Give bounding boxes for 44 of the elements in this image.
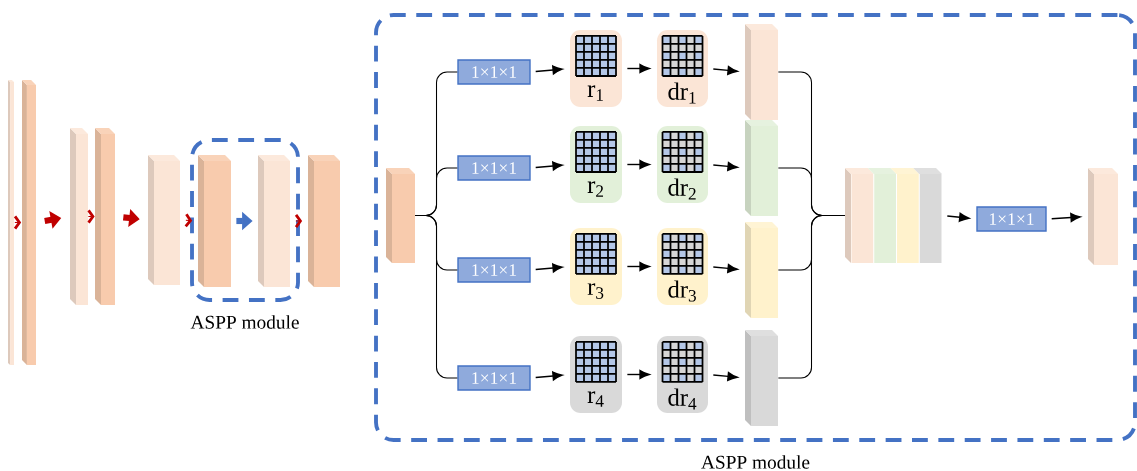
feature-map-block: [308, 155, 340, 287]
conv-box: 1×1×1: [976, 206, 1047, 232]
arrow: [712, 371, 738, 382]
arrow: [946, 212, 970, 222]
feature-map-block: [8, 80, 14, 365]
feature-map-block: [745, 330, 778, 426]
arrow: [626, 159, 650, 170]
kernel-panel: dr$_{2}$: [657, 126, 708, 203]
feature-map-block: [22, 80, 36, 365]
kernel-panel: dr$_{4}$: [657, 336, 708, 413]
arrow: [535, 263, 563, 273]
arrow: [626, 261, 650, 272]
kernel-panel: r$_{1}$: [570, 30, 622, 107]
kernel-panel: r$_{3}$: [570, 228, 622, 305]
feature-map-block: [386, 168, 415, 263]
conv-box: 1×1×1: [457, 155, 531, 181]
feature-map-block: [198, 155, 231, 287]
feature-map-block: [258, 155, 290, 287]
conv-box: 1×1×1: [457, 365, 531, 391]
arrow: [626, 369, 650, 380]
frame-label: ASPP module: [701, 455, 810, 469]
arrow: [712, 161, 738, 172]
frame-label: ASPP module: [190, 315, 299, 329]
kernel-panel: dr$_{3}$: [657, 228, 708, 305]
concatenated-block: [845, 168, 942, 263]
arrow: [626, 63, 650, 74]
arrow: [712, 263, 738, 274]
feature-map-block: [95, 128, 115, 305]
feature-map-block: [745, 222, 778, 318]
kernel-panel: r$_{4}$: [570, 336, 622, 413]
feature-map-block: [1088, 168, 1118, 265]
arrow: [535, 65, 563, 75]
arrow: [712, 65, 738, 76]
feature-map-block: [148, 155, 180, 285]
feature-map-block: [70, 128, 88, 305]
arrow: [1051, 212, 1081, 223]
conv-box: 1×1×1: [457, 59, 531, 85]
arrow: [535, 161, 563, 171]
feature-map-block: [745, 24, 778, 120]
arrow: [535, 371, 563, 381]
kernel-panel: dr$_{1}$: [657, 30, 708, 107]
kernel-panel: r$_{2}$: [570, 126, 622, 203]
conv-box: 1×1×1: [457, 257, 531, 283]
feature-map-block: [745, 120, 778, 216]
